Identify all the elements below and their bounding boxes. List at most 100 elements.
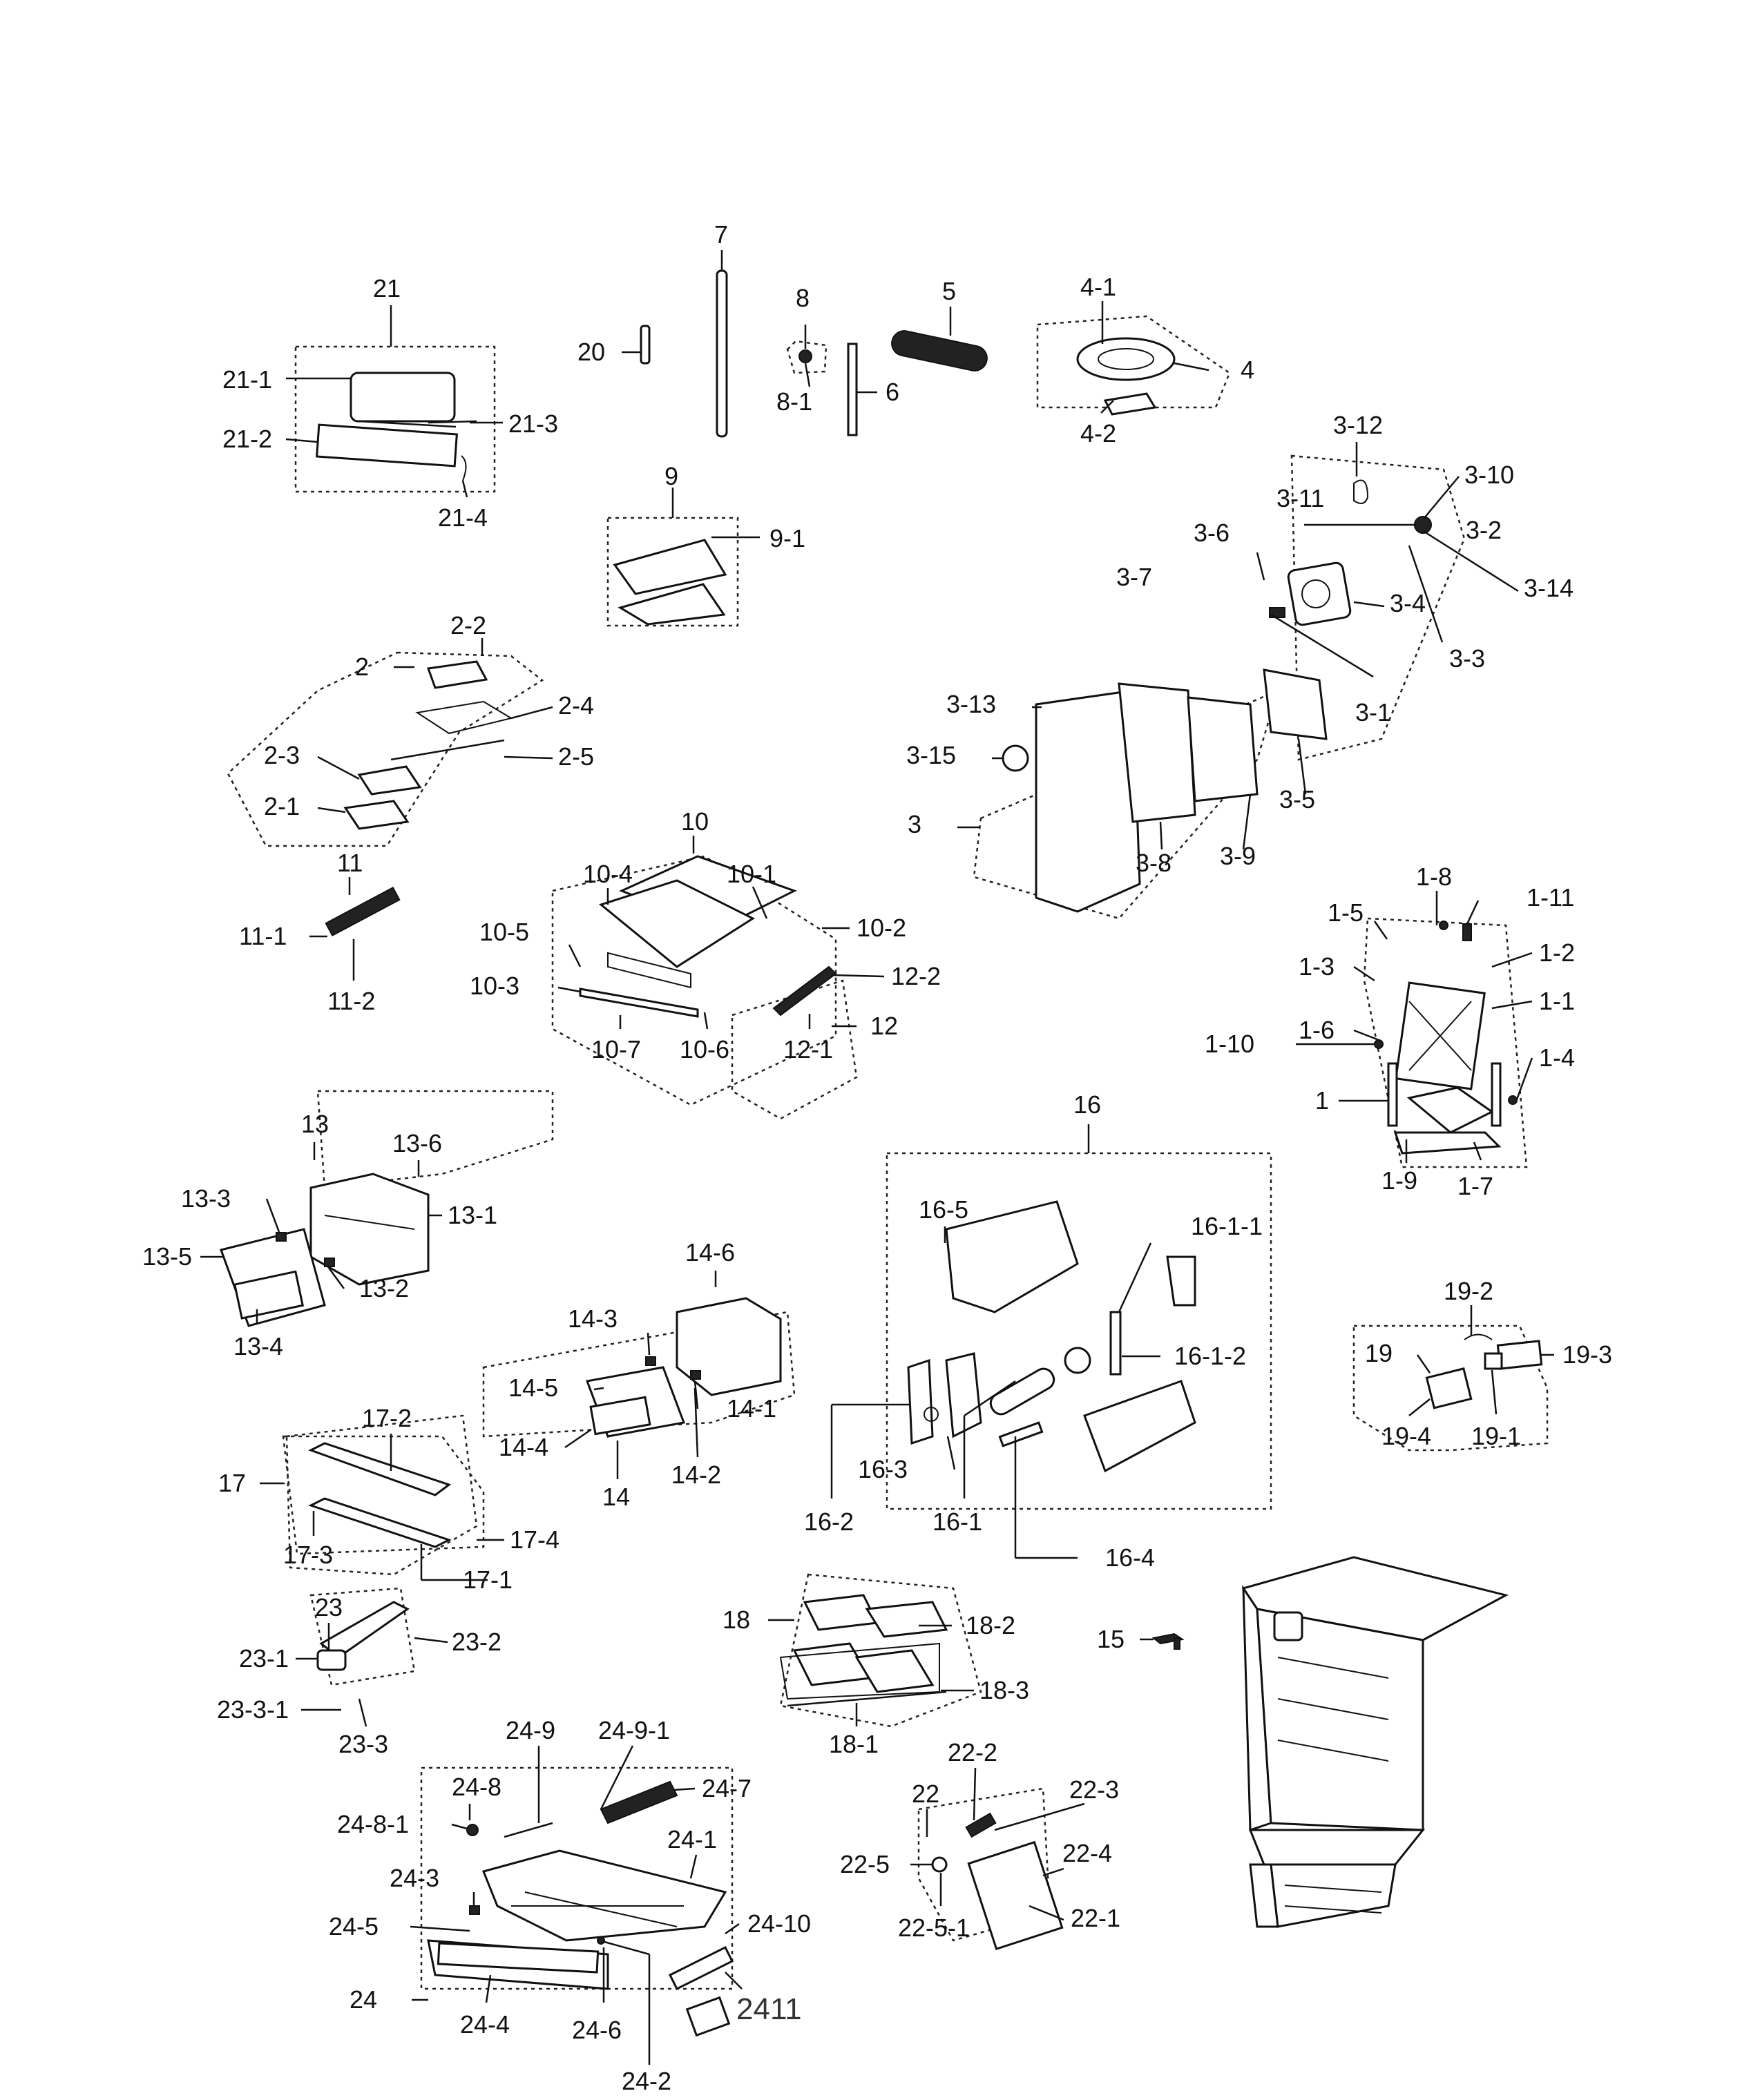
label-3-8: 3-8 <box>1136 849 1171 877</box>
part-labels: 7 8 8-1 20 6 5 4-1 4 4-2 21 21-1 21-2 21… <box>142 220 1612 2095</box>
label-3-11: 3-11 <box>1276 484 1324 512</box>
label-24-9: 24-9 <box>506 1716 555 1744</box>
label-2411: 2411 <box>736 1992 802 2026</box>
label-24-1: 24-1 <box>667 1825 717 1853</box>
label-14-3: 14-3 <box>568 1304 618 1333</box>
label-14-2: 14-2 <box>671 1461 721 1489</box>
label-2-3: 2-3 <box>264 741 300 769</box>
label-16-5: 16-5 <box>919 1195 968 1224</box>
label-13: 13 <box>301 1110 329 1138</box>
label-24-3: 24-3 <box>390 1864 439 1892</box>
label-10-7: 10-7 <box>591 1035 641 1063</box>
label-1-9: 1-9 <box>1381 1166 1417 1195</box>
label-19-1: 19-1 <box>1471 1422 1521 1450</box>
label-2-2: 2-2 <box>450 611 486 639</box>
label-11-1: 11-1 <box>239 922 287 950</box>
label-7: 7 <box>714 220 728 249</box>
label-6: 6 <box>886 378 899 406</box>
label-19-4: 19-4 <box>1381 1422 1431 1450</box>
label-17: 17 <box>218 1469 246 1497</box>
label-2-4: 2-4 <box>558 691 594 720</box>
label-16-3: 16-3 <box>858 1455 908 1483</box>
label-22-1: 22-1 <box>1071 1904 1120 1932</box>
label-17-4: 17-4 <box>510 1525 559 1554</box>
label-1-4: 1-4 <box>1539 1043 1575 1072</box>
label-24-7: 24-7 <box>702 1774 752 1802</box>
label-12-1: 12-1 <box>783 1035 833 1063</box>
label-24: 24 <box>350 1985 377 2014</box>
label-13-2: 13-2 <box>359 1274 409 1302</box>
label-1-1: 1-1 <box>1539 987 1575 1015</box>
label-15: 15 <box>1097 1625 1125 1653</box>
label-22-4: 22-4 <box>1062 1839 1112 1867</box>
label-18-1: 18-1 <box>829 1730 879 1758</box>
label-9: 9 <box>664 462 678 490</box>
leader-lines <box>200 250 1554 2065</box>
label-3-14: 3-14 <box>1524 574 1574 602</box>
label-22: 22 <box>912 1780 939 1808</box>
label-13-5: 13-5 <box>142 1242 192 1271</box>
label-22-5-1: 22-5-1 <box>898 1914 970 1942</box>
label-1-8: 1-8 <box>1416 863 1452 891</box>
label-24-2: 24-2 <box>622 2067 671 2095</box>
label-3-3: 3-3 <box>1449 644 1485 673</box>
label-10-5: 10-5 <box>479 918 529 946</box>
label-21-3: 21-3 <box>508 410 558 438</box>
label-17-2: 17-2 <box>362 1404 412 1432</box>
label-3-15: 3-15 <box>906 741 956 769</box>
label-16-1-1: 16-1-1 <box>1191 1212 1263 1240</box>
label-16-4: 16-4 <box>1105 1543 1155 1572</box>
label-22-2: 22-2 <box>948 1738 997 1766</box>
label-21: 21 <box>373 274 401 302</box>
label-10: 10 <box>681 807 709 836</box>
label-22-5: 22-5 <box>840 1850 890 1878</box>
label-8: 8 <box>796 284 810 312</box>
label-10-1: 10-1 <box>727 860 776 888</box>
label-24-9-1: 24-9-1 <box>598 1716 670 1744</box>
label-24-5: 24-5 <box>329 1912 379 1940</box>
label-1-10: 1-10 <box>1205 1030 1254 1058</box>
label-18-2: 18-2 <box>966 1611 1015 1639</box>
label-1-11: 1-11 <box>1527 883 1574 912</box>
label-13-1: 13-1 <box>448 1201 497 1229</box>
label-16: 16 <box>1073 1090 1101 1119</box>
label-10-2: 10-2 <box>857 914 906 942</box>
label-2-5: 2-5 <box>558 742 594 771</box>
label-24-4: 24-4 <box>460 2010 510 2039</box>
label-3-6: 3-6 <box>1194 519 1230 547</box>
label-5: 5 <box>942 277 956 305</box>
label-13-4: 13-4 <box>233 1332 283 1360</box>
label-23-2: 23-2 <box>452 1628 501 1656</box>
label-13-6: 13-6 <box>392 1129 442 1157</box>
label-16-1: 16-1 <box>932 1507 982 1536</box>
label-23-1: 23-1 <box>239 1644 289 1673</box>
part-shapes <box>220 269 1543 2037</box>
label-23: 23 <box>315 1593 343 1621</box>
label-10-3: 10-3 <box>470 972 519 1000</box>
label-19-3: 19-3 <box>1562 1340 1612 1369</box>
label-17-3: 17-3 <box>283 1541 333 1569</box>
label-13-3: 13-3 <box>181 1184 231 1213</box>
label-12: 12 <box>870 1012 898 1040</box>
label-1-6: 1-6 <box>1299 1016 1335 1044</box>
label-17-1: 17-1 <box>463 1566 513 1594</box>
label-3: 3 <box>908 810 921 838</box>
label-4-1: 4-1 <box>1080 273 1116 301</box>
label-3-9: 3-9 <box>1220 842 1256 870</box>
label-24-8-1: 24-8-1 <box>337 1810 409 1838</box>
label-3-2: 3-2 <box>1466 516 1502 544</box>
label-12-2: 12-2 <box>891 962 941 990</box>
label-3-12: 3-12 <box>1333 411 1383 439</box>
label-1: 1 <box>1315 1086 1329 1115</box>
label-24-10: 24-10 <box>747 1909 811 1938</box>
label-19: 19 <box>1365 1339 1393 1367</box>
label-3-7: 3-7 <box>1116 563 1152 591</box>
label-9-1: 9-1 <box>769 524 805 552</box>
label-3-10: 3-10 <box>1464 461 1514 489</box>
label-11-2: 11-2 <box>327 987 375 1015</box>
label-24-8: 24-8 <box>452 1773 501 1801</box>
label-1-5: 1-5 <box>1328 898 1364 927</box>
label-14: 14 <box>602 1483 630 1511</box>
label-3-13: 3-13 <box>946 690 996 718</box>
